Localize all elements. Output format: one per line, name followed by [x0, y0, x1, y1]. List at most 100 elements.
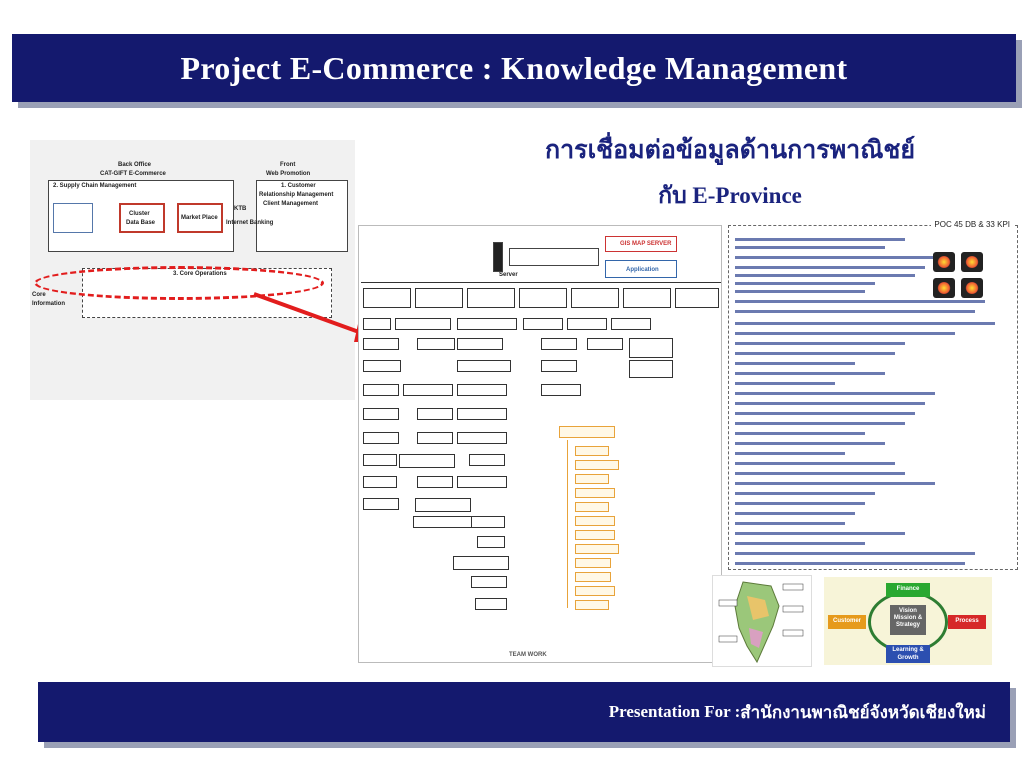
kpi-row [735, 562, 965, 565]
group-box [675, 288, 719, 308]
item-box [363, 498, 399, 510]
kpi-row [735, 332, 955, 335]
item-box [587, 338, 623, 350]
gauge-icon [933, 278, 955, 298]
item-box [457, 338, 503, 350]
kpi-row [735, 342, 905, 345]
information-label: Information [32, 301, 65, 307]
kpi-row [735, 310, 975, 313]
kpi-row [735, 382, 835, 385]
item-box [453, 556, 509, 570]
item-box [363, 454, 397, 466]
item-box [399, 454, 455, 468]
item-box [469, 454, 505, 466]
item-box [457, 408, 507, 420]
item-box [575, 446, 609, 456]
group-box [363, 288, 411, 308]
kpi-row [735, 282, 875, 285]
group-box [623, 288, 671, 308]
item-box [575, 502, 609, 512]
kpi-row [735, 552, 975, 555]
kpi-row [735, 492, 875, 495]
kpi-count-label: POC 45 DB & 33 KPI [931, 220, 1013, 229]
footer-org: สำนักงานพาณิชย์จังหวัดเชียงใหม่ [740, 702, 986, 722]
item-box [417, 338, 455, 350]
item-box [575, 460, 619, 470]
item-box [475, 598, 507, 610]
market-label: Market Place [181, 215, 218, 221]
client-label: Client Management [263, 201, 319, 207]
group-box [415, 288, 463, 308]
application-box: Application [605, 260, 677, 278]
item-box [611, 318, 651, 330]
kpi-row [735, 502, 865, 505]
map-icon [718, 581, 804, 664]
item-box [575, 530, 615, 540]
item-box [363, 360, 401, 372]
ktb-label: KTB [234, 206, 247, 212]
heading-thai: การเชื่อมต่อข้อมูลด้านการพาณิชย์ [544, 137, 916, 164]
item-box [477, 536, 505, 548]
kpi-row [735, 246, 885, 249]
core-label: Core [32, 292, 46, 298]
item-box [629, 360, 673, 378]
item-box [471, 516, 505, 528]
item-box [575, 516, 615, 526]
cluster-box: Cluster Data Base [119, 203, 165, 233]
kpi-row [735, 482, 935, 485]
bsc-learning: Learning & Growth [886, 645, 930, 663]
kpi-row [735, 432, 865, 435]
kpi-row [735, 402, 925, 405]
gauge-icon [933, 252, 955, 272]
footer-label: Presentation For : [608, 702, 741, 721]
item-box [575, 544, 619, 554]
internet-banking-label: Internet Banking [226, 220, 274, 226]
kpi-row [735, 442, 885, 445]
item-box [629, 338, 673, 358]
km-structure-diagram: Server GIS MAP SERVER Application [358, 225, 722, 663]
kpi-row [735, 422, 905, 425]
kpi-row [735, 472, 905, 475]
item-box [363, 384, 399, 396]
item-box [417, 432, 453, 444]
item-box [363, 476, 397, 488]
group-box [519, 288, 567, 308]
connector-line [567, 440, 568, 608]
highlight-oval [34, 266, 324, 300]
supply-chain-box: 2. Supply Chain Management Cluster Data … [48, 180, 234, 252]
cluster-label: Cluster [129, 211, 150, 217]
application-label: Application [626, 267, 659, 273]
kpi-row [735, 532, 905, 535]
kpi-row [735, 274, 915, 277]
gauge-icon [961, 252, 983, 272]
kpi-row [735, 290, 865, 293]
server-icon [493, 242, 503, 272]
item-box [541, 384, 581, 396]
item-box [457, 360, 511, 372]
highlight-box [559, 426, 615, 438]
province-map [712, 575, 812, 667]
back-office-label: Back Office [118, 162, 152, 168]
kpi-row [735, 512, 855, 515]
kpi-row [735, 352, 895, 355]
market-box: Market Place [177, 203, 223, 233]
item-box [575, 572, 611, 582]
item-box [575, 488, 615, 498]
item-box [457, 476, 507, 488]
gis-label: GIS MAP SERVER [620, 241, 672, 247]
kpi-row [735, 300, 985, 303]
kpi-row [735, 522, 845, 525]
item-box [575, 558, 611, 568]
footer-bar: Presentation For : สำนักงานพาณิชย์จังหวั… [38, 682, 1010, 742]
kpi-list-panel: POC 45 DB & 33 KPI [728, 220, 1018, 570]
crm-label: Relationship Management [259, 192, 334, 198]
item-box [541, 360, 577, 372]
item-box [417, 476, 453, 488]
item-box [523, 318, 563, 330]
title-bar: Project E-Commerce : Knowledge Managemen… [12, 34, 1016, 102]
heading-province: กับ E-Province [658, 183, 802, 208]
kpi-row [735, 542, 865, 545]
server-desc-box [509, 248, 599, 266]
bsc-vision: Vision Mission & Strategy [890, 605, 926, 635]
